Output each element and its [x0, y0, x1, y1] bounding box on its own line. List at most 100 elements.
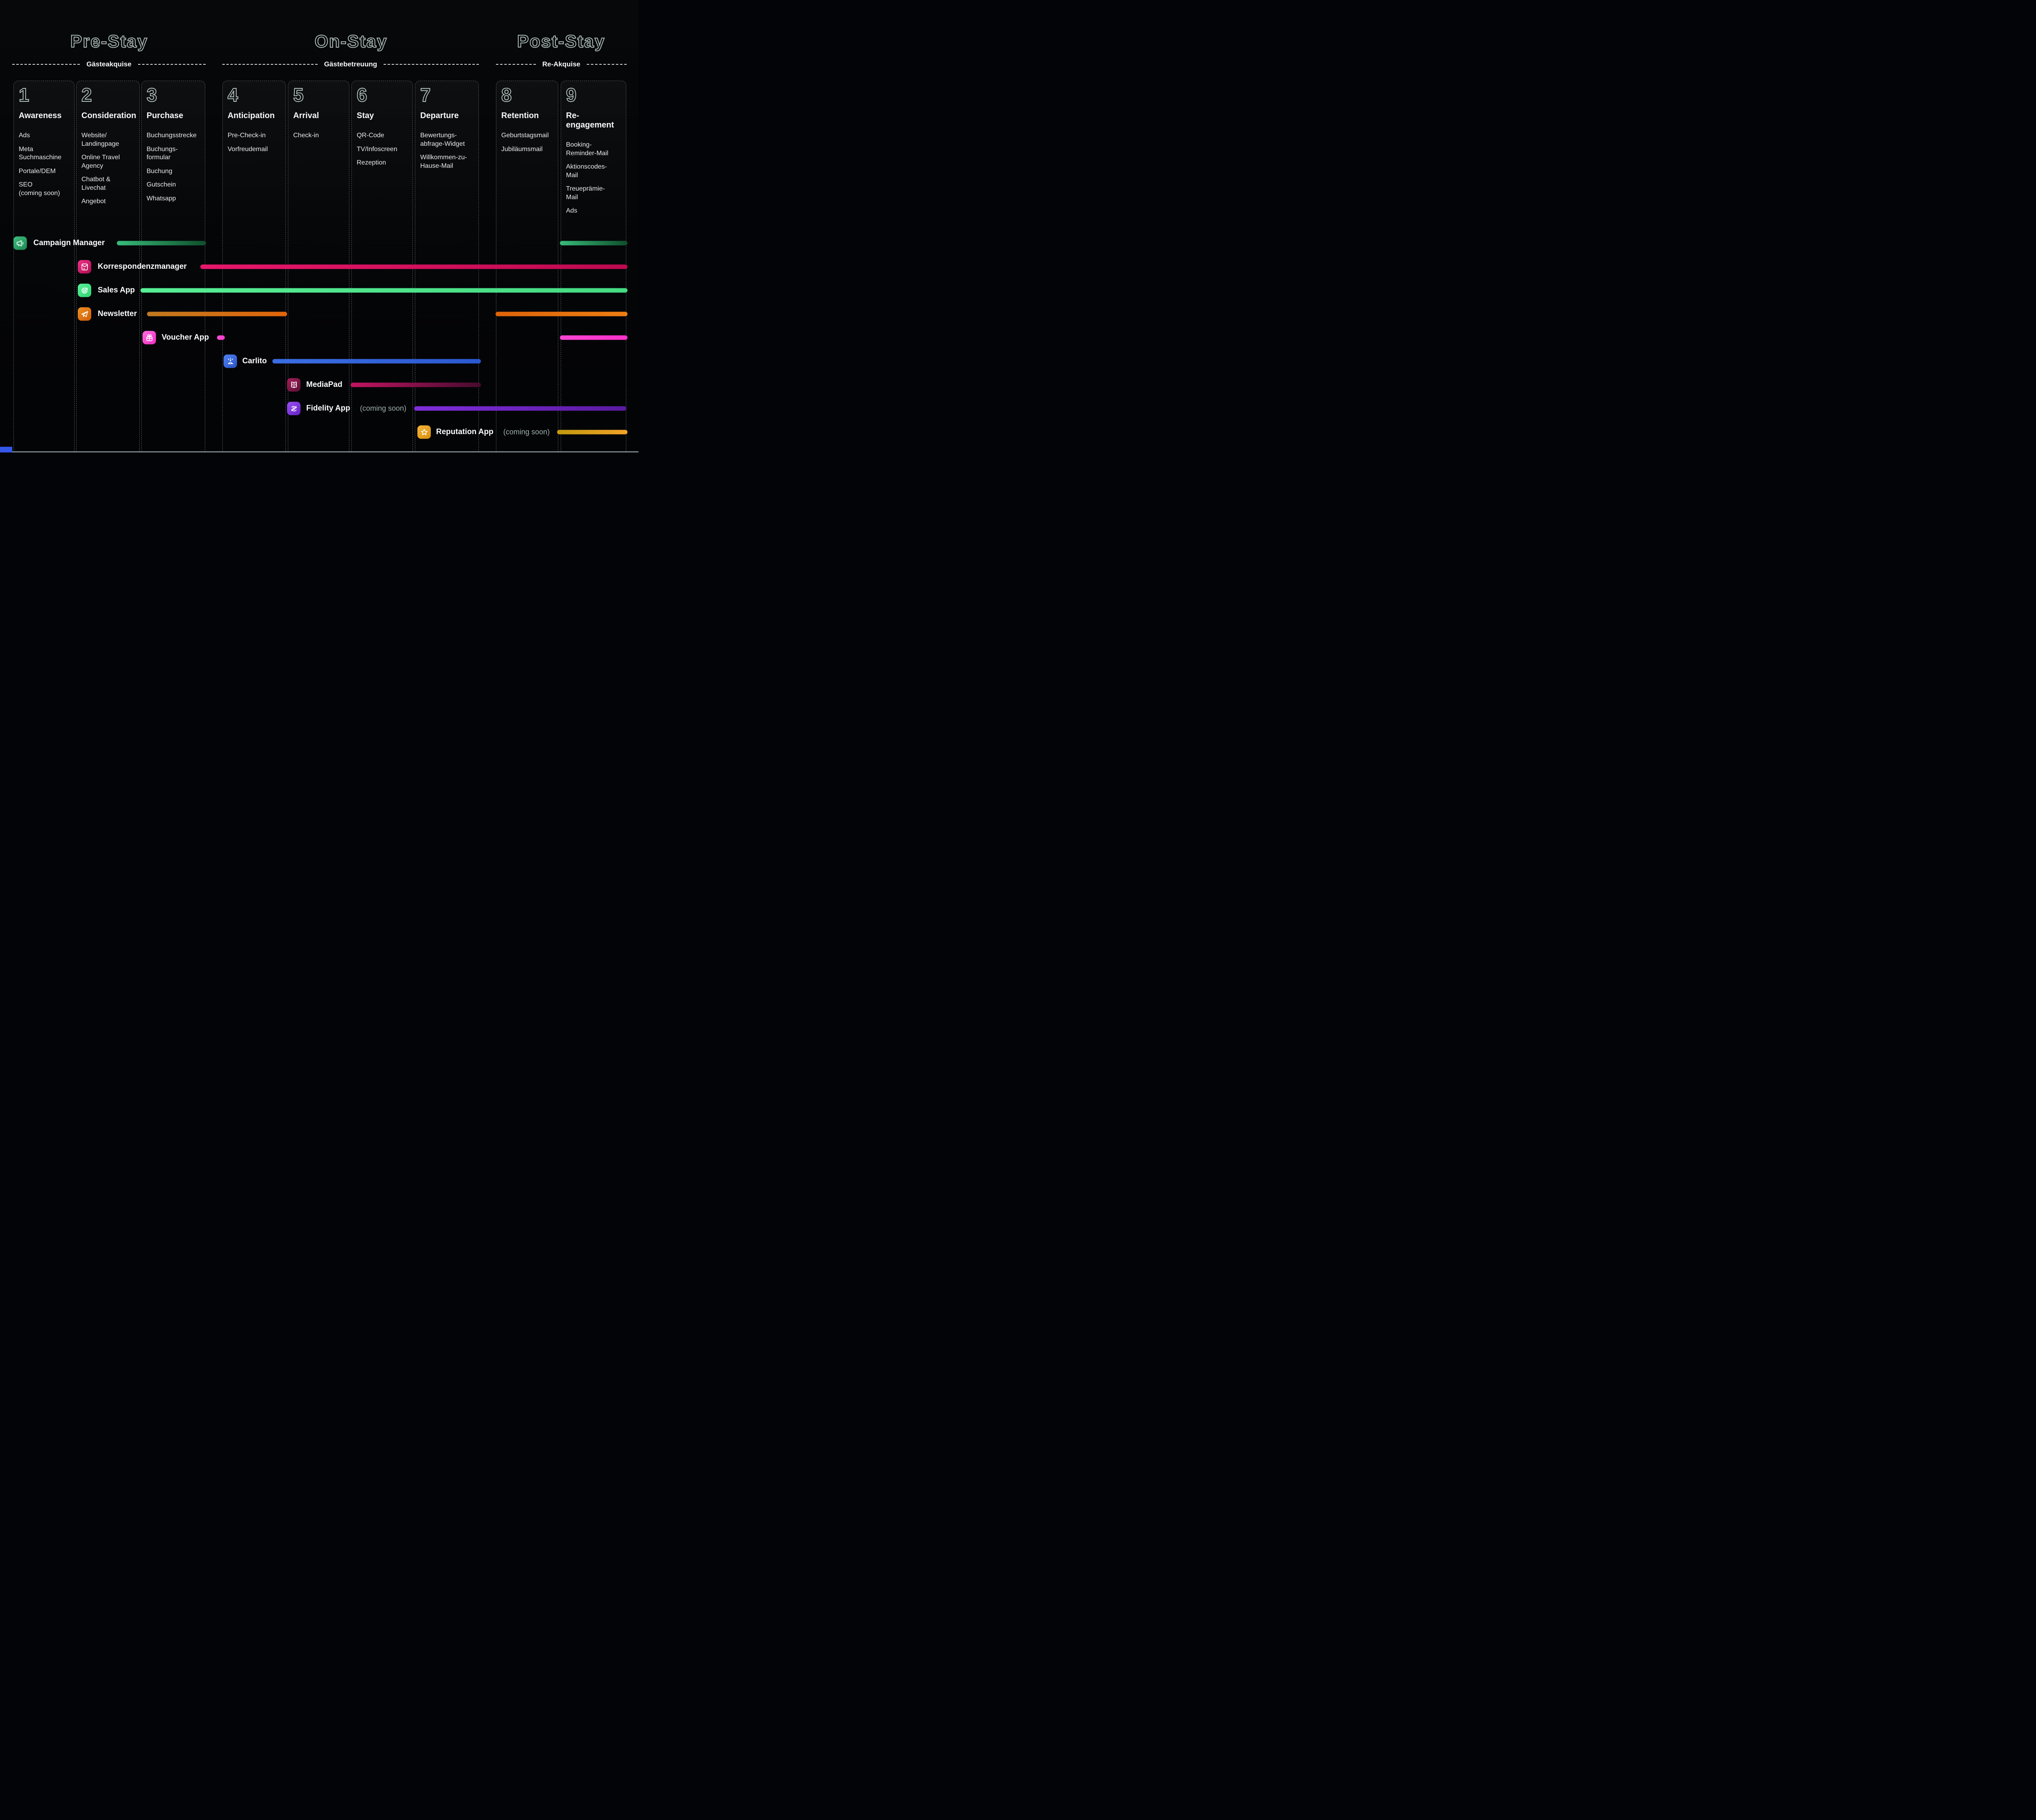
service-bell-icon	[224, 354, 237, 368]
timeline-bar	[117, 241, 206, 246]
stage-item: Gutschein	[147, 181, 176, 189]
stage-item: Meta Suchmaschine	[19, 145, 61, 161]
stage-title: Arrival	[293, 111, 319, 121]
phase-label: Re-Akquise	[542, 60, 581, 68]
phase-line-re-akquise: Re-Akquise	[496, 59, 627, 70]
dashed-rule	[12, 64, 80, 65]
stage-number: 4	[227, 84, 239, 105]
product-name: Campaign Manager	[33, 239, 105, 247]
stage-item: Buchung	[147, 167, 173, 175]
stage-number: 6	[356, 84, 368, 105]
timeline-bar	[560, 241, 627, 246]
stage-title: Retention	[501, 111, 539, 121]
stage-item: Willkommen-zu- Hause-Mail	[420, 154, 467, 169]
dashed-rule	[138, 64, 206, 65]
stage-item: Chatbot & Livechat	[81, 176, 111, 191]
stage-title: Awareness	[19, 111, 62, 121]
stage-item: Jubiläumsmail	[501, 145, 543, 153]
product-row-sales-app: Sales App	[0, 279, 638, 302]
product-row-voucher-app: Voucher App	[0, 326, 638, 349]
target-icon	[78, 283, 91, 297]
product-name: MediaPad	[306, 380, 342, 389]
stage-item: Check-in	[293, 132, 319, 139]
stage-item: Buchungsstrecke	[147, 132, 197, 139]
timeline-bar	[496, 312, 627, 316]
timeline-bar	[557, 430, 627, 435]
stage-item: Website/ Landingpage	[81, 132, 119, 147]
video-progress-track[interactable]	[12, 451, 638, 452]
stage-number: 8	[501, 84, 513, 105]
stage-item: Geburtstagsmail	[501, 132, 549, 139]
stage-item: Ads	[19, 132, 30, 139]
stage-item: Ads	[566, 207, 577, 215]
dashed-rule	[587, 64, 627, 65]
stage-number: 9	[566, 84, 577, 105]
stage-item: Treueprämie- Mail	[566, 185, 605, 201]
phase-title-pre-stay: Pre-Stay	[70, 31, 148, 52]
phase-title-on-stay: On-Stay	[314, 31, 388, 52]
phase-label: Gästeakquise	[86, 60, 132, 68]
product-name: Voucher App	[162, 333, 209, 342]
stage-item: Rezeption	[357, 159, 386, 167]
stage-item: Aktionscodes- Mail	[566, 163, 607, 179]
stage-number: 3	[146, 84, 158, 105]
timeline-bar	[147, 312, 287, 316]
timeline-bar	[351, 382, 481, 387]
stage-item: Buchungs- formular	[147, 145, 178, 161]
phase-label: Gästebetreuung	[324, 60, 377, 68]
stage-item: Bewertungs- abfrage-Widget	[420, 132, 465, 147]
guest-journey-board: Pre-Stay On-Stay Post-Stay Gästeakquise …	[0, 0, 638, 452]
timeline-bar	[560, 335, 627, 340]
dashed-rule	[496, 64, 536, 65]
coming-soon-label: (coming soon)	[503, 428, 550, 436]
product-row-carlito: Carlito	[0, 349, 638, 373]
stage-number: 2	[81, 84, 93, 105]
timeline-bar	[217, 335, 225, 340]
stage-item: SEO (coming soon)	[19, 181, 60, 197]
timeline-bar	[200, 264, 627, 269]
stage-title: Departure	[420, 111, 459, 121]
timeline-bar	[414, 406, 626, 411]
phase-line-gaesteakquise: Gästeakquise	[12, 59, 206, 70]
envelope-icon	[78, 260, 91, 274]
product-row-reputation-app: Reputation App (coming soon)	[0, 420, 638, 444]
product-row-campaign-manager: Campaign Manager	[0, 231, 638, 255]
star-icon	[417, 425, 431, 439]
product-name: Korrespondenzmanager	[98, 262, 187, 271]
stage-item: TV/Infoscreen	[357, 145, 397, 153]
stage-item: Whatsapp	[147, 195, 176, 202]
product-row-mediapad: MediaPad	[0, 373, 638, 397]
stage-item: Booking- Reminder-Mail	[566, 141, 609, 157]
stage-title: Re- engagement	[566, 111, 614, 130]
loop-heart-icon	[287, 402, 301, 415]
stage-title: Stay	[357, 111, 374, 121]
stage-title: Anticipation	[228, 111, 275, 121]
stage-item: Pre-Check-in	[228, 132, 266, 139]
timeline-bar	[272, 359, 481, 364]
product-name: Sales App	[98, 286, 135, 294]
dashed-rule	[222, 64, 318, 65]
coming-soon-label: (coming soon)	[360, 404, 407, 413]
product-row-fidelity-app: Fidelity App (coming soon)	[0, 397, 638, 420]
dashed-rule	[384, 64, 479, 65]
product-row-newsletter: Newsletter	[0, 302, 638, 326]
product-name: Newsletter	[98, 310, 137, 318]
stage-number: 5	[293, 84, 305, 105]
video-progress-played[interactable]	[0, 447, 12, 452]
phase-line-gaestebetreuung: Gästebetreuung	[222, 59, 479, 70]
stage-item: Vorfreudemail	[228, 145, 268, 153]
stage-title: Consideration	[81, 111, 136, 121]
megaphone-icon	[13, 236, 27, 250]
stage-title: Purchase	[147, 111, 184, 121]
phase-title-post-stay: Post-Stay	[517, 31, 606, 52]
product-name: Reputation App	[436, 428, 494, 436]
product-name: Carlito	[242, 357, 267, 365]
stage-number: 1	[18, 84, 30, 105]
gift-icon	[143, 331, 156, 345]
paper-plane-icon	[78, 307, 91, 321]
stage-item: Portale/DEM	[19, 167, 56, 175]
